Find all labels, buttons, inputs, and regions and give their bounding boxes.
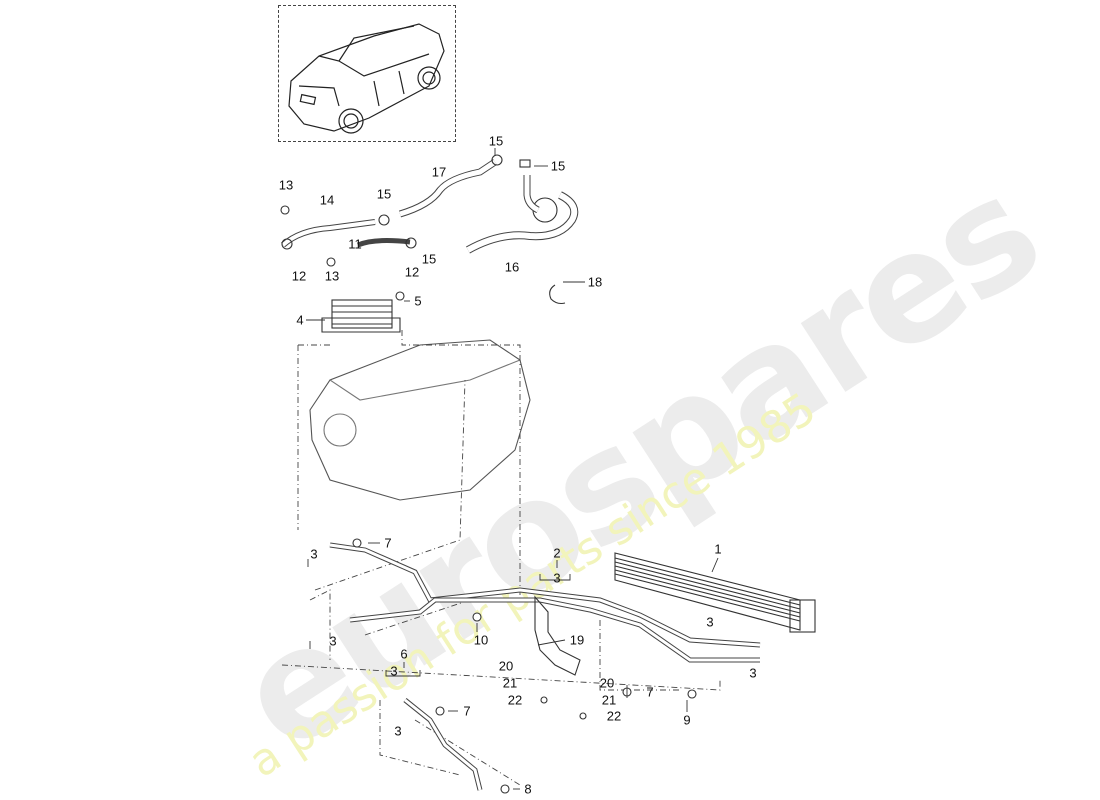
part-callout-2: 2 (553, 545, 561, 561)
part-callout-13: 13 (324, 268, 340, 284)
part-callout-20: 20 (498, 658, 514, 674)
part-callout-10: 10 (473, 632, 489, 648)
part-callout-22: 22 (606, 708, 622, 724)
car-icon (288, 23, 445, 134)
part-callout-12: 12 (291, 268, 307, 284)
part-callout-15: 15 (376, 186, 392, 202)
part-callout-21: 21 (601, 692, 617, 708)
part-callout-15: 15 (550, 158, 566, 174)
part-callout-3: 3 (749, 665, 757, 681)
part-callout-3: 3 (329, 633, 337, 649)
part-callout-14: 14 (319, 192, 335, 208)
part-callout-18: 18 (587, 274, 603, 290)
part-callout-17: 17 (431, 164, 447, 180)
part-callout-7: 7 (384, 535, 392, 551)
part-callout-13: 13 (278, 177, 294, 193)
part-callout-11: 11 (348, 236, 362, 252)
part-callout-20: 20 (599, 675, 615, 691)
part-callout-15: 15 (488, 133, 504, 149)
part-callout-7: 7 (646, 684, 654, 700)
part-callout-15: 15 (421, 251, 437, 267)
part-callout-5: 5 (414, 293, 422, 309)
part-callout-12: 12 (404, 264, 420, 280)
part-callout-3: 3 (390, 663, 398, 679)
part-callout-6: 6 (400, 646, 408, 662)
part-callout-3: 3 (706, 614, 714, 630)
part-callout-3: 3 (394, 723, 402, 739)
part-callout-4: 4 (296, 312, 304, 328)
part-callout-8: 8 (524, 781, 532, 797)
part-callout-1: 1 (714, 541, 722, 557)
part-callout-19: 19 (569, 632, 585, 648)
part-callout-9: 9 (683, 712, 691, 728)
part-callout-22: 22 (507, 692, 523, 708)
part-callout-7: 7 (463, 703, 471, 719)
part-callout-16: 16 (504, 259, 520, 275)
part-callout-3: 3 (310, 546, 318, 562)
part-callout-21: 21 (502, 675, 518, 691)
vehicle-thumbnail (278, 5, 456, 142)
part-callout-3: 3 (553, 570, 561, 586)
